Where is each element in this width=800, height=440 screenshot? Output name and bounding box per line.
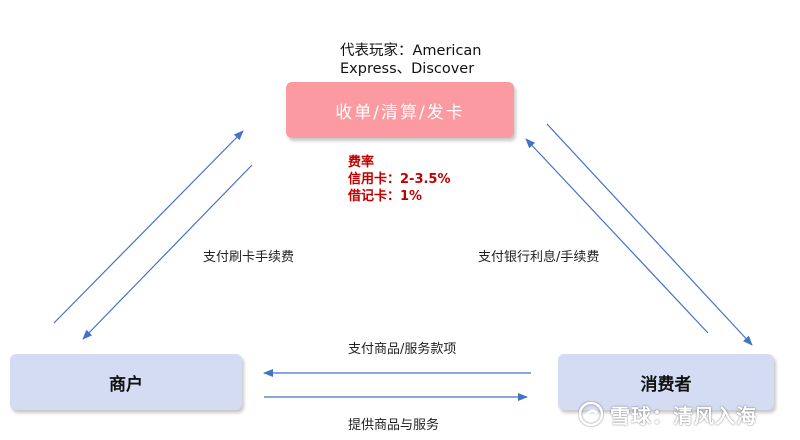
- acquiring-clearing-issuing-box: 收单/清算/发卡: [286, 82, 514, 138]
- arrow-consumer-to-top: [525, 138, 709, 334]
- fee-debit: 借记卡：1%: [348, 189, 423, 204]
- arrow-top-to-merchant: [82, 164, 253, 340]
- snowball-logo-icon: [578, 401, 604, 427]
- fee-credit: 信用卡：2-3.5%: [348, 172, 451, 187]
- fee-title: 费率: [348, 155, 375, 170]
- players-line-1: 代表玩家：American: [340, 43, 482, 59]
- merchant-box: 商户: [10, 354, 242, 410]
- label-provide-goods: 提供商品与服务: [348, 418, 440, 433]
- watermark: 雪球：清风入海: [578, 400, 757, 428]
- arrow-top-to-consumer: [546, 123, 753, 346]
- arrow-merchant-to-top: [53, 130, 244, 324]
- watermark-text: 雪球：清风入海: [610, 403, 757, 428]
- representative-players: 代表玩家：American Express、Discover: [340, 42, 482, 78]
- fee-rate-block: 费率 信用卡：2-3.5% 借记卡：1%: [348, 154, 451, 205]
- label-card-fee: 支付刷卡手续费: [203, 250, 295, 265]
- label-pay-goods: 支付商品/服务款项: [348, 342, 457, 357]
- consumer-box: 消费者: [558, 354, 774, 410]
- label-bank-interest-fee: 支付银行利息/手续费: [478, 250, 600, 265]
- players-line-2: Express、Discover: [340, 61, 475, 77]
